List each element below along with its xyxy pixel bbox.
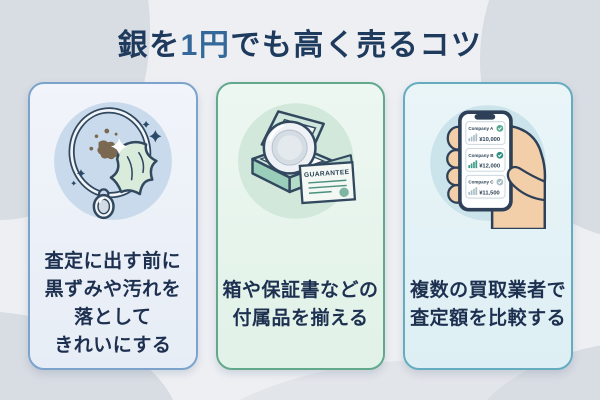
card-illustration-area: Company A ¥10,000 Company B [405,84,571,249]
tip-text-line: 査定額を比較する [410,307,567,329]
amount: ¥12,000 [479,164,500,170]
tip-text-line: 査定に出す前に [44,251,182,272]
tip-text-line: 付属品を揃える [232,307,369,329]
tip-text-line: 複数の買取業者で [410,279,567,301]
company-name: Company A [469,126,495,131]
amount: ¥10,000 [479,137,500,143]
tip-card-compare: Company A ¥10,000 Company B [403,82,574,370]
amount: ¥11,500 [479,190,500,196]
polishing-cloth [109,140,158,196]
white-sparkle-icon [110,138,128,155]
guarantee-certificate: GUARANTEE [298,154,356,205]
tip-text-line: 落として [74,307,152,328]
necklace-pendant [92,188,115,220]
title-highlight: 1円 [180,29,231,62]
thumb [506,165,547,202]
tip-text: 箱や保証書などの 付属品を揃える [218,249,384,368]
phone-compare-icon: Company A ¥10,000 Company B [430,105,547,229]
certificate-label: GUARANTEE [303,169,349,179]
necklace-chain [68,107,152,199]
title-prefix: 銀を [117,29,181,62]
title-suffix: でも高く売るコツ [230,29,483,62]
tip-text-line: 箱や保証書などの [222,279,379,301]
silver-plate [262,120,317,175]
tip-text-line: 黒ずみや汚れを [44,279,182,300]
company-name: Company C [469,180,495,185]
listing-row-b: Company B ¥12,000 [465,148,506,172]
certificate-seal [338,187,349,198]
tip-card-clean: 査定に出す前に 黒ずみや汚れを 落として きれいにする [28,82,198,370]
card-illustration-area: GUARANTEE [218,84,384,249]
company-name: Company B [469,153,495,158]
tarnish-stain [89,128,120,160]
tip-text: 複数の買取業者で 査定額を比較する [405,249,571,368]
box-certificate-icon: GUARANTEE [237,103,356,219]
tip-text-line: きれいにする [54,335,172,356]
tip-card-accessories: GUARANTEE 箱や保証書などの 付属品を揃える [215,82,386,370]
bar-chart-icon [468,133,478,142]
sparkle-icons [70,120,162,186]
necklace-cleaning-icon [53,102,172,220]
phone-notch [474,113,496,120]
listing-row-a: Company A ¥10,000 [465,121,506,145]
listing-row-c: Company C ¥11,500 [465,174,506,199]
page-title: 銀を1円でも高く売るコツ [0,20,600,64]
tip-text: 査定に出す前に 黒ずみや汚れを 落として きれいにする [30,248,196,368]
bar-chart-icon [468,160,478,169]
tips-row: 査定に出す前に 黒ずみや汚れを 落として きれいにする [28,82,574,370]
bar-chart-icon [468,187,478,195]
card-illustration-area [30,84,196,248]
